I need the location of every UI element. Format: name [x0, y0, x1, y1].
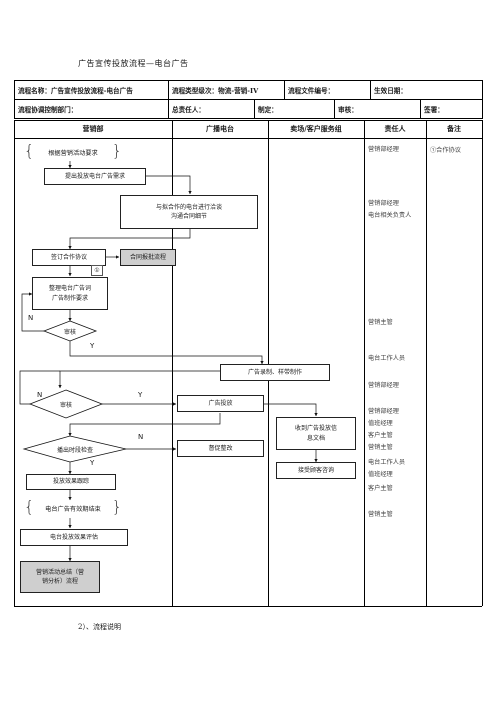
label-no-1: N — [28, 314, 34, 322]
decision-diamond-1 — [42, 320, 98, 342]
responsible-5: 营销部经理 — [368, 382, 399, 389]
step-organize-line2: 广告制作要求 — [51, 294, 88, 302]
step-organize-line1: 整理电台广告词 — [48, 285, 91, 293]
step-urge-rectification: 督促整改 — [177, 440, 264, 457]
lane-frame-right — [482, 120, 483, 606]
lane-frame-top — [14, 120, 482, 121]
decision-timeslot-check-label: 播出时段检查 — [56, 446, 93, 454]
decision-review-2-label: 审核 — [59, 401, 72, 409]
label-yes-1: Y — [90, 342, 95, 350]
decision-diamond-3 — [22, 435, 127, 463]
step-receive-placement-info: 收到广告投放信息文档 — [276, 417, 356, 450]
responsible-6: 营销部经理 — [368, 408, 399, 415]
label-no-3: N — [138, 433, 144, 441]
reviewer-cell: 审核： — [334, 99, 422, 119]
lane-marketing: 营销部 — [82, 124, 104, 133]
section-footer: 2）、流程说明 — [78, 623, 121, 631]
responsible-12: 客户主管 — [368, 485, 393, 492]
document-title: 广告宣传投放流程—电台广告 — [78, 59, 189, 68]
remark-contract: ①合作协议 — [430, 147, 461, 154]
step-marketing-requirement: 根据营销活动要求 — [24, 143, 122, 160]
step-receive-line1: 收到广告投放信 — [294, 425, 337, 433]
step-summary-line2: 销分析）流程 — [41, 578, 78, 585]
arrow-d1-no — [21, 292, 44, 332]
responsible-1: 营销部经理 — [368, 200, 399, 207]
lane-frame-left — [14, 120, 15, 606]
step-customer-inquiries: 接受顾客咨询 — [276, 462, 356, 479]
step-ad-validity-ends: 电台广告有效期结束 — [24, 499, 122, 516]
responsible-8: 客户主管 — [368, 432, 393, 439]
lane-remarks: 备注 — [447, 124, 461, 133]
step-marketing-summary-ref: 营销活动总结（营销分析）流程 — [20, 561, 100, 593]
responsible-13: 营销主管 — [368, 511, 393, 518]
arrow-s2-s3 — [146, 175, 192, 195]
step-record-ad-tape: 广告录制、样带制作 — [220, 364, 330, 381]
responsible-4: 电台工作人员 — [368, 355, 406, 362]
responsible-10: 电台工作人员 — [368, 459, 406, 466]
step-contract-approval-ref: 合同报批流程 — [120, 249, 176, 266]
responsible-0: 营销部经理 — [368, 146, 399, 153]
step-negotiate-station: 与拟合作的电台进行洽谈沟通合同细节 — [120, 195, 258, 229]
header-table: 流程名称：广告宣传投放流程-电台广告 流程类型级次：物流-营销-IV 流程文件编… — [14, 80, 484, 119]
drafter-cell: 制定： — [253, 99, 336, 119]
lane-frame-bottom — [14, 606, 482, 607]
step-negotiate-line1: 与拟合作的电台进行洽谈 — [155, 203, 222, 211]
responsible-11: 值班经理 — [368, 471, 393, 478]
arrow-s7-s8 — [264, 403, 318, 417]
lane-divider-4 — [426, 120, 427, 606]
step-propose-radio-ad: 提出投放电台广告需求 — [44, 168, 146, 185]
decision-review-1-label: 审核 — [63, 328, 76, 336]
step-receive-line2: 息文档 — [306, 434, 325, 442]
approver-cell: 签署： — [420, 99, 484, 119]
responsible-2: 电台相关负责人 — [368, 212, 412, 219]
step-ad-placement: 广告投放 — [177, 395, 264, 412]
arrow-d2-no — [19, 370, 60, 405]
arrow-s7-d3 — [68, 413, 221, 437]
arrow-s3-s4 — [68, 229, 191, 250]
arrow-s6-d2 — [58, 370, 220, 389]
step-summary-line1: 营销活动总结（营 — [35, 568, 84, 576]
responsible-3: 营销主管 — [368, 319, 393, 326]
step-sign-agreement: 签订合作协议 — [32, 249, 106, 266]
lane-divider-3 — [364, 120, 365, 606]
responsible-9: 营销主管 — [368, 444, 393, 451]
arrow-d1-yes — [69, 341, 264, 365]
remark-marker-1: ① — [91, 265, 103, 276]
responsible-7: 值班经理 — [368, 420, 393, 427]
label-yes-3: Y — [90, 459, 95, 467]
decision-diamond-2 — [28, 389, 104, 419]
step-track-effect: 投放效果跟踪 — [26, 474, 116, 490]
coord-dept-cell: 流程协调控制部门： — [14, 99, 169, 119]
step-evaluate-effect: 电台投放效果评估 — [20, 529, 128, 546]
lane-header-bottom — [14, 138, 482, 139]
lane-responsible: 责任人 — [384, 124, 406, 133]
label-no-2: N — [37, 391, 43, 399]
step-negotiate-line2: 沟通合同细节 — [170, 213, 207, 220]
lane-store: 卖场/客户服务组 — [290, 124, 342, 133]
step-organize-ad-copy: 整理电台广告词广告制作要求 — [32, 277, 108, 310]
lane-radio: 广播电台 — [206, 124, 234, 133]
lane-divider-1 — [172, 120, 173, 606]
lane-divider-2 — [268, 120, 269, 606]
label-yes-2: Y — [138, 391, 143, 399]
